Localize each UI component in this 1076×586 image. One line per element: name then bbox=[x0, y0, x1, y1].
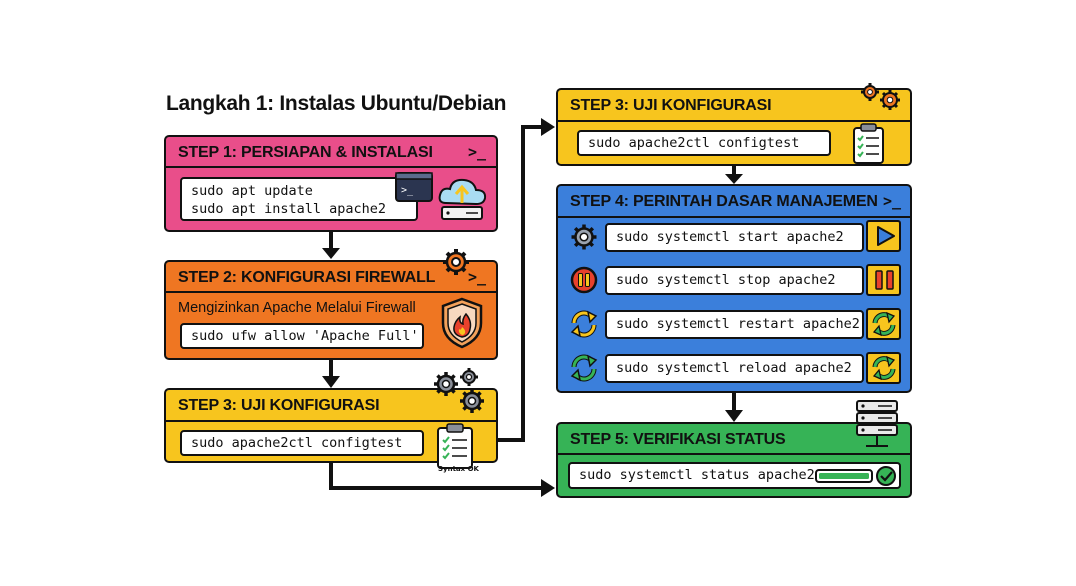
server-rack-icon bbox=[856, 400, 898, 447]
step3-right-card: STEP 3: UJI KONFIGURASI sudo apache2ctl … bbox=[556, 83, 912, 166]
step3-right-header: STEP 3: UJI KONFIGURASI bbox=[558, 90, 910, 122]
step3-left-header: STEP 3: UJI KONFIGURASI bbox=[166, 390, 496, 422]
step4-row1-command: sudo systemctl start apache2 bbox=[616, 229, 844, 245]
restart-button[interactable] bbox=[866, 308, 901, 340]
terminal-window-icon: >_ bbox=[395, 172, 433, 202]
arrow-step2-step3 bbox=[322, 360, 340, 388]
step4-row3-command: sudo systemctl restart apache2 bbox=[616, 316, 860, 332]
step4-row4-command: sudo systemctl reload apache2 bbox=[616, 360, 852, 376]
step4-card: STEP 4: PERINTAH DASAR MANAJEMEN >_ sudo… bbox=[556, 184, 912, 393]
step3-left-command: sudo apache2ctl configtest bbox=[191, 435, 403, 451]
step5-command: sudo systemctl status apache2 bbox=[579, 467, 815, 483]
arrow-step3r-step4 bbox=[725, 166, 743, 184]
step4-row2-code: sudo systemctl stop apache2 bbox=[605, 266, 864, 295]
step2-subtitle: Mengizinkan Apache Melalui Firewall bbox=[178, 300, 416, 316]
step2-command: sudo ufw allow 'Apache Full' bbox=[191, 328, 419, 344]
step3-right-header-text: STEP 3: UJI KONFIGURASI bbox=[570, 97, 772, 114]
step5-header: STEP 5: VERIFIKASI STATUS bbox=[558, 424, 910, 455]
refresh-icon bbox=[872, 311, 896, 337]
step5-card: STEP 5: VERIFIKASI STATUS sudo systemctl… bbox=[556, 422, 912, 498]
step4-header: STEP 4: PERINTAH DASAR MANAJEMEN >_ bbox=[558, 186, 910, 218]
page-title: Langkah 1: Instalas Ubuntu/Debian bbox=[166, 92, 507, 115]
step3-left-header-text: STEP 3: UJI KONFIGURASI bbox=[178, 397, 380, 414]
step1-command-2: sudo apt install apache2 bbox=[191, 201, 387, 217]
shield-fire-icon bbox=[441, 297, 483, 349]
pause-icon bbox=[875, 270, 894, 290]
reload-icon bbox=[570, 354, 598, 382]
step4-header-text: STEP 4: PERINTAH DASAR MANAJEMEN bbox=[570, 193, 878, 210]
gears-icon bbox=[861, 83, 900, 110]
clipboard-check-icon bbox=[437, 423, 473, 469]
terminal-prompt-icon: >_ bbox=[883, 192, 902, 210]
step1-code-block: sudo apt update sudo apt install apache2 bbox=[180, 177, 418, 221]
refresh-icon bbox=[872, 355, 896, 381]
arrow-step3-to-right-step3 bbox=[497, 118, 555, 442]
pause-button[interactable] bbox=[866, 264, 901, 296]
play-icon bbox=[877, 226, 895, 246]
step5-header-text: STEP 5: VERIFIKASI STATUS bbox=[570, 431, 786, 448]
arrow-step1-step2 bbox=[322, 232, 340, 259]
cloud-upload-server-icon bbox=[438, 178, 487, 220]
terminal-prompt-icon: >_ bbox=[468, 143, 487, 161]
step4-row4-code: sudo systemctl reload apache2 bbox=[605, 354, 864, 383]
step4-row3-code: sudo systemctl restart apache2 bbox=[605, 310, 864, 339]
step3-left-code-block: sudo apache2ctl configtest bbox=[180, 430, 424, 456]
step1-card: STEP 1: PERSIAPAN & INSTALASI >_ sudo ap… bbox=[164, 135, 498, 232]
step2-card: STEP 2: KONFIGURASI FIREWALL >_ Mengizin… bbox=[164, 249, 498, 360]
step4-row2-command: sudo systemctl stop apache2 bbox=[616, 272, 836, 288]
step3-left-card: STEP 3: UJI KONFIGURASI sudo apache2ctl … bbox=[164, 368, 498, 473]
syntax-ok-badge: Syntax OK bbox=[438, 465, 479, 473]
pause-circle-icon bbox=[570, 266, 598, 294]
step3-right-code-block: sudo apache2ctl configtest bbox=[577, 130, 831, 156]
arrow-step3-to-step5 bbox=[329, 463, 555, 497]
gears-icon bbox=[434, 368, 484, 413]
step1-header-text: STEP 1: PERSIAPAN & INSTALASI bbox=[178, 144, 433, 161]
step4-row1-code: sudo systemctl start apache2 bbox=[605, 223, 864, 252]
step1-command-1: sudo apt update bbox=[191, 183, 313, 199]
svg-text:>_: >_ bbox=[401, 185, 414, 196]
status-bar-check-icon bbox=[815, 466, 896, 486]
gear-icon bbox=[571, 224, 597, 250]
reload-button[interactable] bbox=[866, 352, 901, 384]
step1-header: STEP 1: PERSIAPAN & INSTALASI >_ bbox=[166, 137, 496, 168]
arrow-step4-step5 bbox=[725, 393, 743, 422]
step3-right-command: sudo apache2ctl configtest bbox=[588, 135, 800, 151]
play-button[interactable] bbox=[866, 220, 901, 252]
terminal-prompt-icon: >_ bbox=[468, 268, 487, 286]
step2-code-block: sudo ufw allow 'Apache Full' bbox=[180, 323, 424, 349]
step2-header-text: STEP 2: KONFIGURASI FIREWALL bbox=[178, 269, 436, 286]
restart-icon bbox=[570, 310, 598, 338]
step2-header: STEP 2: KONFIGURASI FIREWALL >_ bbox=[166, 262, 496, 293]
gear-icon bbox=[443, 249, 469, 275]
clipboard-check-icon bbox=[853, 123, 884, 164]
